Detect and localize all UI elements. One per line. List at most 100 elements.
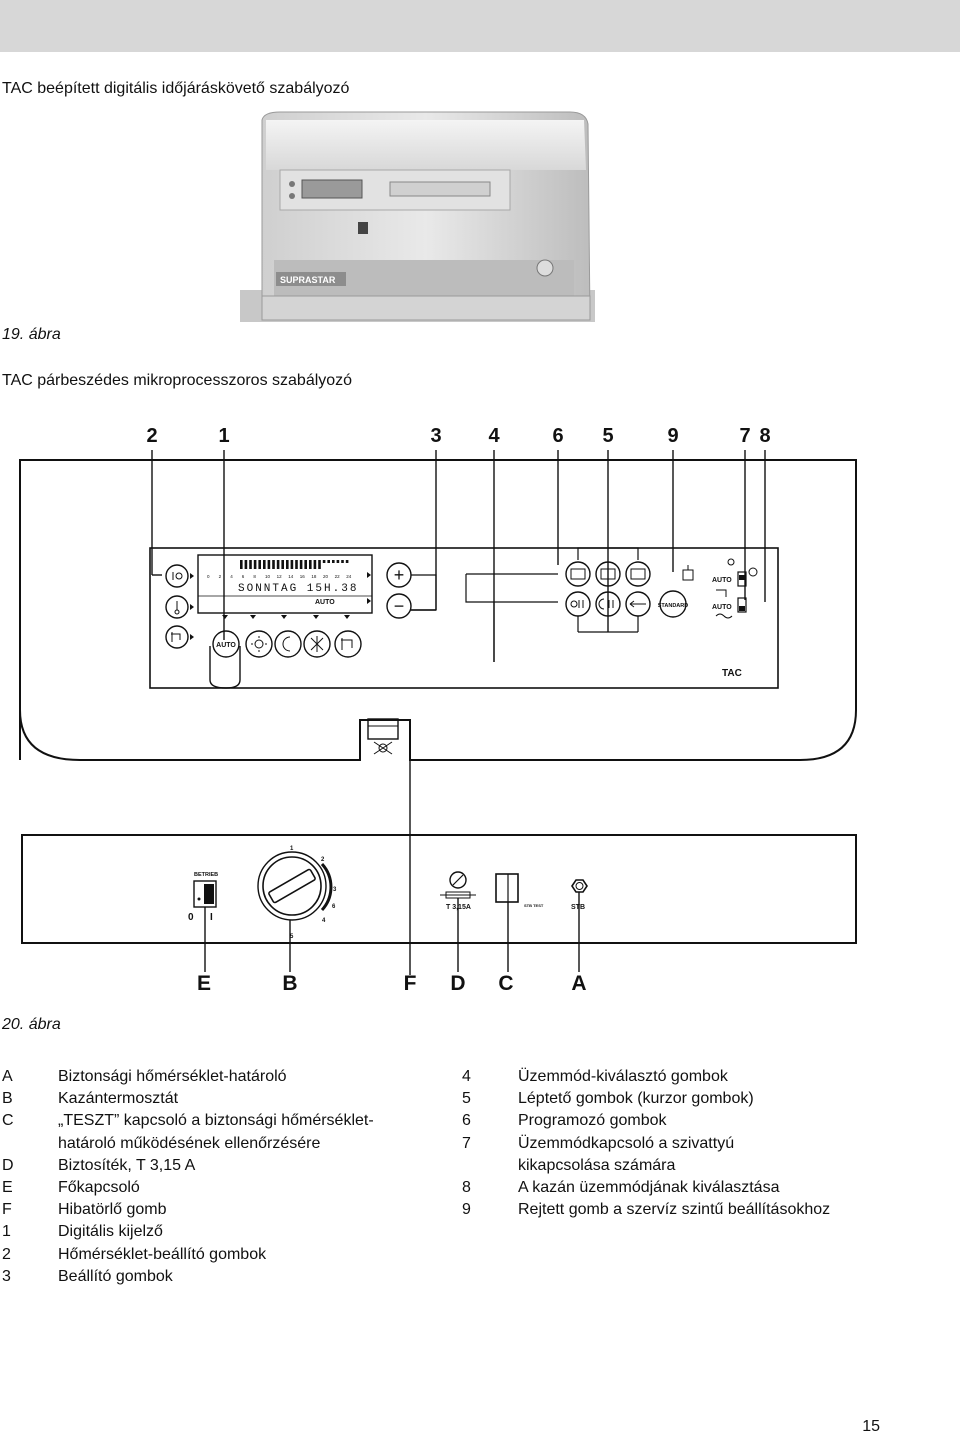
- control-panel-diagram: 2 1 3 4 6 5 9 7 8: [19, 425, 857, 995]
- display-bar: [322, 560, 326, 563]
- page-number: 15: [862, 1418, 880, 1435]
- pump-auto-label: AUTO: [712, 577, 732, 584]
- standard-button[interactable]: STANDARD: [658, 603, 688, 609]
- legend-item: 1 Digitális kijelző: [2, 1221, 374, 1243]
- betrieb-label: BETRIEB: [194, 872, 218, 878]
- legend-text: Biztonsági hőmérséklet-határoló: [58, 1068, 287, 1085]
- display-scale-label: 0: [207, 574, 210, 579]
- top-band: [0, 0, 960, 52]
- figure-19-caption: 19. ábra: [2, 326, 61, 343]
- callout-F: F: [404, 972, 417, 995]
- legend-text: határoló működésének ellenőrzésére: [58, 1134, 321, 1152]
- callout-8: 8: [759, 425, 770, 447]
- sun-thermo-icon: [172, 572, 183, 580]
- pump-icon: [682, 565, 694, 581]
- legend-text: Beállító gombok: [58, 1267, 173, 1285]
- legend-item: 5 Léptető gombok (kurzor gombok): [462, 1088, 830, 1110]
- page-title: TAC beépített digitális időjáráskövető s…: [2, 80, 350, 97]
- display-bar: [286, 560, 289, 569]
- display-scale-label: 24: [346, 574, 352, 579]
- display-bar: [258, 560, 261, 569]
- callout-6: 6: [552, 425, 563, 447]
- minus-button[interactable]: −: [394, 596, 405, 616]
- display-bar: [249, 560, 252, 569]
- top-callouts: 2 1 3 4 6 5 9 7 8: [146, 425, 770, 447]
- display-bar: [295, 560, 298, 569]
- display-scale-label: 12: [277, 574, 283, 579]
- legend-key: [2, 1133, 58, 1155]
- legend-text: Digitális kijelző: [58, 1223, 163, 1241]
- tap-mode-icon: [341, 638, 353, 650]
- display-bar: [244, 560, 248, 569]
- legend-text: Főkapcsoló: [58, 1179, 140, 1197]
- dial-mark-4: 4: [322, 918, 326, 924]
- sun-mode-icon: [251, 636, 267, 652]
- stb-test-label: STB TEST: [524, 903, 544, 908]
- thermometer-icon: [174, 601, 180, 615]
- callout-1: 1: [218, 425, 229, 447]
- callout-B: B: [282, 972, 297, 995]
- plus-button[interactable]: +: [394, 565, 405, 585]
- legend-text: Rejtett gomb a szervíz szintű beállításo…: [518, 1201, 831, 1219]
- display-bars: [240, 560, 349, 569]
- callout-2: 2: [146, 425, 157, 447]
- callout-D: D: [450, 972, 465, 995]
- figure-20-caption: 20. ábra: [2, 1016, 61, 1033]
- boiler-photo: SUPRASTAR: [240, 110, 595, 322]
- legend-key: 1: [2, 1223, 11, 1241]
- display-bar: [318, 560, 321, 569]
- legend-key: 8: [462, 1179, 471, 1197]
- legend-key: 3: [2, 1267, 11, 1285]
- display-bar: [240, 560, 243, 569]
- display-bar: [313, 560, 317, 569]
- legend-key: 9: [462, 1201, 471, 1219]
- legend-text: Hibatörlő gomb: [58, 1201, 167, 1219]
- legend-text: Üzemmódkapcsoló a szivattyú: [518, 1134, 735, 1152]
- brand-label: SUPRASTAR: [280, 275, 336, 285]
- legend-text: Programozó gombok: [518, 1112, 667, 1130]
- dial-mark-5: 5: [290, 934, 294, 940]
- display-bar: [276, 560, 280, 569]
- legend-item: kikapcsolása számára: [462, 1155, 830, 1177]
- legend-key: 5: [462, 1090, 471, 1108]
- display-bar: [309, 560, 312, 569]
- dial-mark-1: 1: [290, 846, 294, 852]
- tac-label: TAC: [722, 668, 742, 679]
- reset-symbol-icon: [373, 741, 393, 755]
- legend-key: 2: [2, 1245, 11, 1263]
- legend-key: 6: [462, 1112, 471, 1130]
- legend-key: 4: [462, 1068, 471, 1085]
- display-bar: [332, 560, 335, 563]
- hot-water-icon: [171, 632, 181, 642]
- legend-key: A: [2, 1068, 13, 1085]
- display-bar: [281, 560, 284, 569]
- display-bar: [336, 560, 340, 563]
- auto-mode-button[interactable]: AUTO: [216, 642, 236, 649]
- display-bar: [304, 560, 307, 569]
- display-scale-label: 20: [323, 574, 329, 579]
- display-scale-label: 16: [300, 574, 306, 579]
- legend-text: Léptető gombok (kurzor gombok): [518, 1090, 754, 1108]
- callout-5: 5: [602, 425, 613, 447]
- display-bar: [327, 560, 330, 563]
- legend-key: B: [2, 1090, 13, 1108]
- callout-9: 9: [667, 425, 678, 447]
- legend-text: kikapcsolása számára: [518, 1156, 676, 1174]
- display-bar: [272, 560, 275, 569]
- display-scale-label: 10: [265, 574, 271, 579]
- legend-key: [462, 1155, 518, 1177]
- display-scale-label: 22: [335, 574, 341, 579]
- legend-item: 9 Rejtett gomb a szervíz szintű beállítás…: [462, 1199, 830, 1221]
- display-scale-label: 8: [253, 574, 256, 579]
- display-bar: [345, 560, 349, 563]
- switch-off-label: 0: [188, 912, 194, 923]
- callout-A: A: [571, 972, 586, 995]
- legend-text: „TESZT” kapcsoló a biztonsági hőmérsékle…: [58, 1112, 374, 1130]
